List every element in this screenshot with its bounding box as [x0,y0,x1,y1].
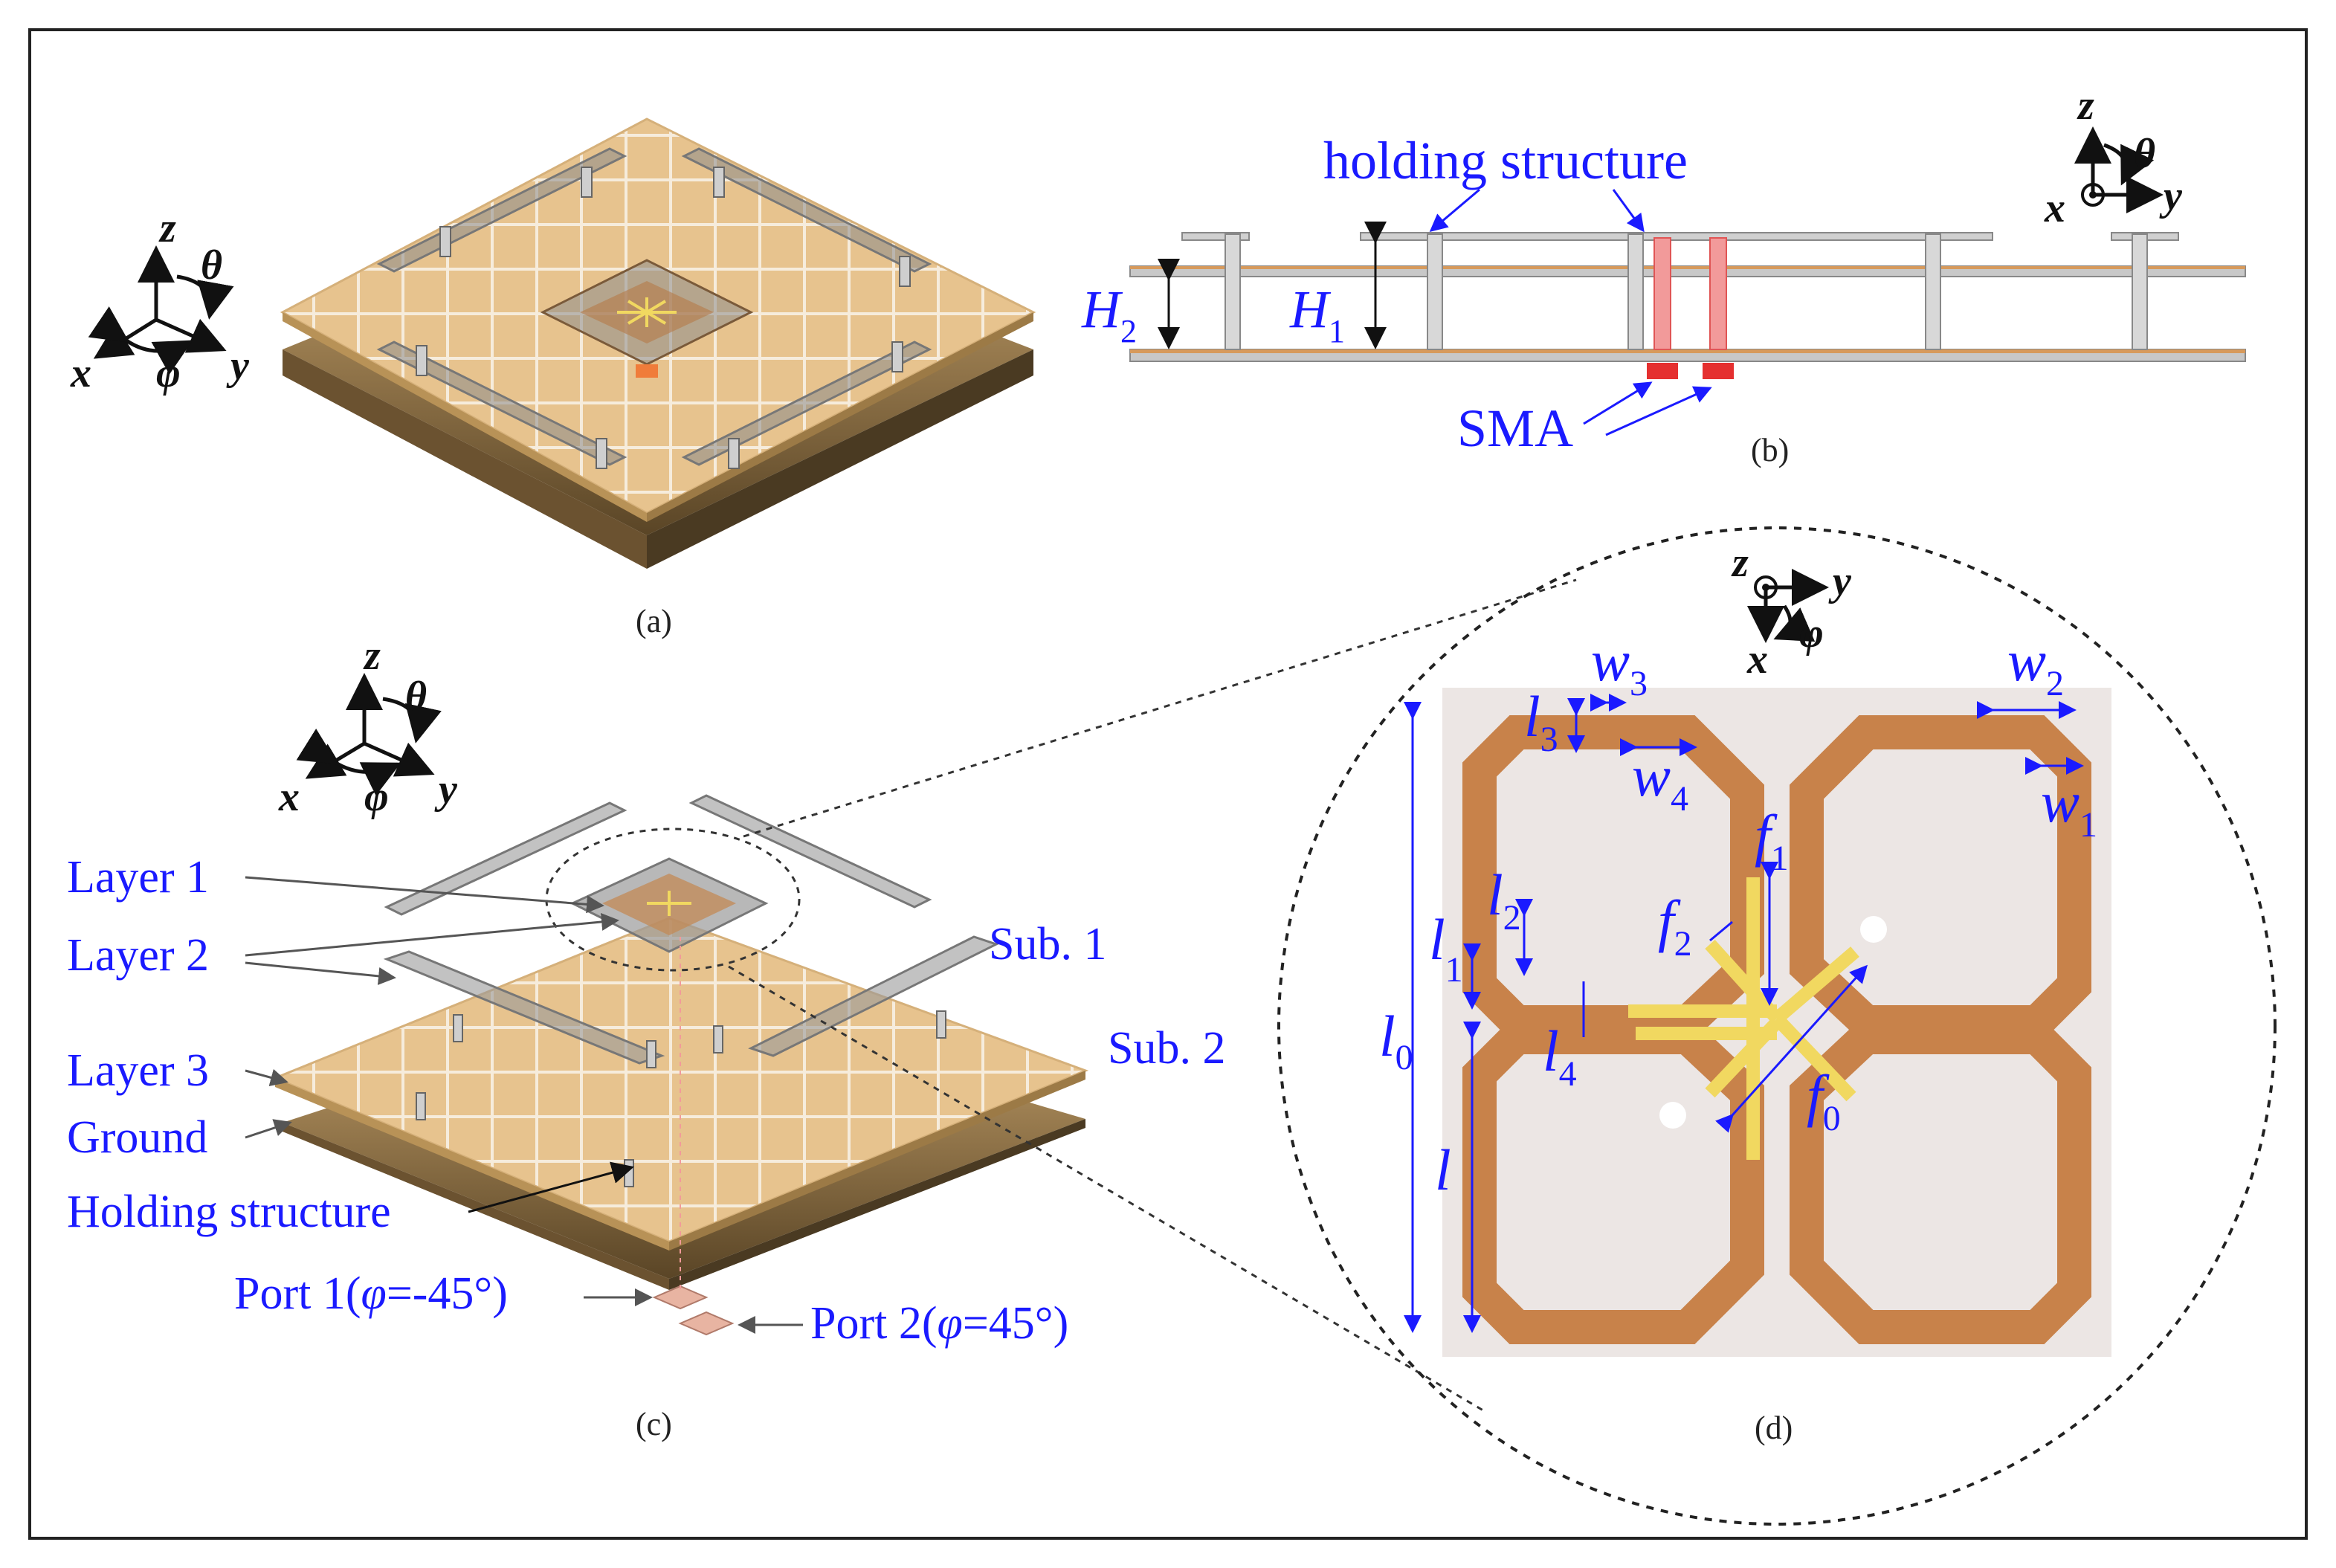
axis-z-label: z [158,205,176,251]
panel-b: H2 H1 holding structure SMA z θ x y (b) [1081,83,2246,468]
holding-bars [376,147,932,466]
dim-w4: w4 [1632,743,1688,819]
axes-c [296,673,442,796]
ground-label: Ground [67,1112,207,1163]
h1-sub: 1 [1329,313,1345,349]
h2-sub: 2 [1120,313,1137,349]
axis-y-label-b: y [2159,173,2183,219]
axis-theta-label-b: θ [2134,131,2155,177]
axis-phi-label-c: φ [364,774,389,820]
dimension-lines [1404,694,2084,1333]
axis-z-label-d: z [1731,540,1749,586]
axis-theta-label-c: θ [405,674,427,720]
sma-connectors [1647,363,1734,379]
svg-text:H1: H1 [1289,280,1345,349]
axis-x-label: x [70,350,91,396]
patch-layer [1360,232,1993,241]
layer-1-label: Layer 1 [67,852,209,903]
axis-z-label-b: z [2077,83,2094,129]
axis-phi-label-d: φ [1799,610,1824,656]
dim-f1: f1 [1755,803,1789,878]
panel-c: Layer 1 Layer 2 Layer 3 Ground Holding s… [67,633,1225,1442]
sub-1-label: Sub. 1 [989,919,1106,969]
holding-structure-label-b: holding structure [1323,131,1688,190]
panel-d: l0 l l1 l2 l3 l4 w3 w4 w2 w1 f1 f2 f0 z … [1277,526,2277,1526]
axis-theta-label: θ [201,242,222,288]
posts [416,167,911,469]
holding-bars-top [384,794,932,916]
caption-d: (d) [1755,1410,1793,1446]
dim-l1: l1 [1429,907,1463,990]
axis-x-out-of-page [2081,183,2105,207]
dim-l: l [1435,1138,1451,1202]
layer-3-label: Layer 3 [67,1045,209,1096]
zoom-circle [1277,526,2277,1526]
holding-structure-label-c: Holding structure [67,1187,391,1237]
dim-l0: l0 [1379,1004,1413,1077]
figure-frame [28,28,2308,1540]
h2-label: H [1081,280,1123,339]
axis-x-label-b: x [2044,185,2065,231]
feed-lines [617,297,677,327]
dim-w3: w3 [1591,628,1648,703]
axis-x-label-d: x [1746,636,1768,683]
holding-bars-middle [383,935,999,1065]
caption-b: (b) [1751,432,1789,468]
port-1-label: Port 1(φ=-45°) [234,1268,508,1319]
h1-label: H [1289,280,1332,339]
zoom-ellipse [545,827,801,972]
caption-a: (a) [636,603,672,639]
axis-y-label-d: y [1828,558,1852,604]
axes-a [88,245,234,375]
axis-y-label: y [226,343,250,389]
support-posts [1225,233,2148,350]
dim-l2: l2 [1487,862,1521,938]
dim-w1: w1 [2041,770,2097,845]
sma-pins [1653,237,1727,350]
sub-2-label: Sub. 2 [1108,1023,1225,1074]
dim-f0: f0 [1807,1063,1841,1138]
layer-2-label: Layer 2 [67,930,209,981]
dim-w2: w2 [2007,628,2064,703]
axis-phi-label: φ [156,350,181,396]
axis-y-label-c: y [434,767,458,813]
svg-text:H2: H2 [1081,280,1137,349]
sma-label: SMA [1457,399,1573,458]
axis-z-label-c: z [363,633,381,679]
caption-c: (c) [636,1406,672,1442]
axis-x-label-c: x [278,774,300,820]
dim-l4: l4 [1543,1019,1577,1094]
dim-l3: l3 [1524,684,1558,759]
panel-a: z θ x φ y (a) [70,117,1036,639]
port-2-label: Port 2(φ=45°) [810,1298,1068,1349]
ports [652,1285,735,1336]
posts-c [416,1010,946,1187]
